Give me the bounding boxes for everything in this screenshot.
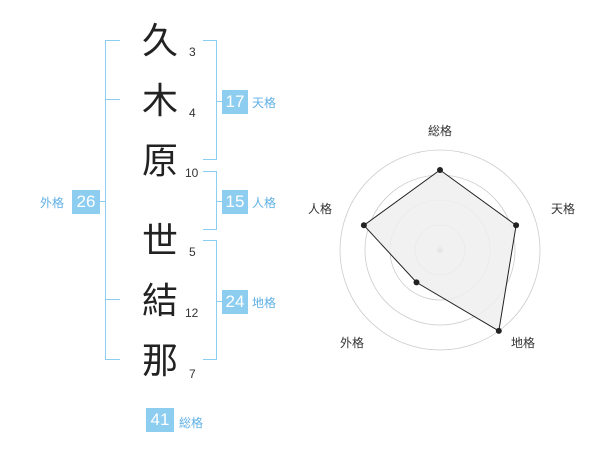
radar-axis-label-gaikaku: 外格 xyxy=(340,336,365,350)
name-char-3: 原 xyxy=(141,141,178,182)
stroke-count-6: 7 xyxy=(189,367,196,381)
radar-point-1 xyxy=(437,167,443,173)
name-char-5: 結 xyxy=(141,281,178,322)
jinkaku-label: 人格 xyxy=(252,196,277,210)
radar-axis-label-soukaku: 総格 xyxy=(428,124,453,138)
tenkaku-badge: 17 xyxy=(222,90,248,114)
gaikaku-label: 外格 xyxy=(40,196,65,210)
tenkaku-label: 天格 xyxy=(252,96,277,110)
radar-point-3 xyxy=(495,327,502,334)
stroke-count-3: 10 xyxy=(185,166,199,180)
radar-axis-label-tenkaku: 天格 xyxy=(551,202,576,216)
stroke-count-4: 5 xyxy=(189,245,196,259)
chikaku-badge: 24 xyxy=(222,290,248,314)
name-char-1: 久 xyxy=(141,21,178,62)
radar-axis-label-jinkaku: 人格 xyxy=(308,202,333,216)
radar-point-4 xyxy=(413,279,420,286)
name-char-2: 木 xyxy=(141,81,178,122)
radar-series-shape xyxy=(363,169,517,332)
radar-axis-label-chikaku: 地格 xyxy=(511,336,536,350)
name-char-4: 世 xyxy=(141,221,178,262)
stroke-count-1: 3 xyxy=(189,45,196,59)
stroke-count-5: 12 xyxy=(185,306,199,320)
chikaku-label: 地格 xyxy=(252,296,277,310)
radar-chart xyxy=(339,149,541,351)
radar-point-2 xyxy=(513,222,520,229)
jinkaku-badge: 15 xyxy=(222,190,248,214)
radar-point-5 xyxy=(360,222,367,229)
soukaku-badge: 41 xyxy=(146,408,174,432)
stroke-count-2: 4 xyxy=(189,106,196,120)
name-char-6: 那 xyxy=(141,341,178,382)
radar-ring xyxy=(339,149,541,351)
gaikaku-badge: 26 xyxy=(72,190,100,214)
soukaku-label: 総格 xyxy=(179,416,204,430)
